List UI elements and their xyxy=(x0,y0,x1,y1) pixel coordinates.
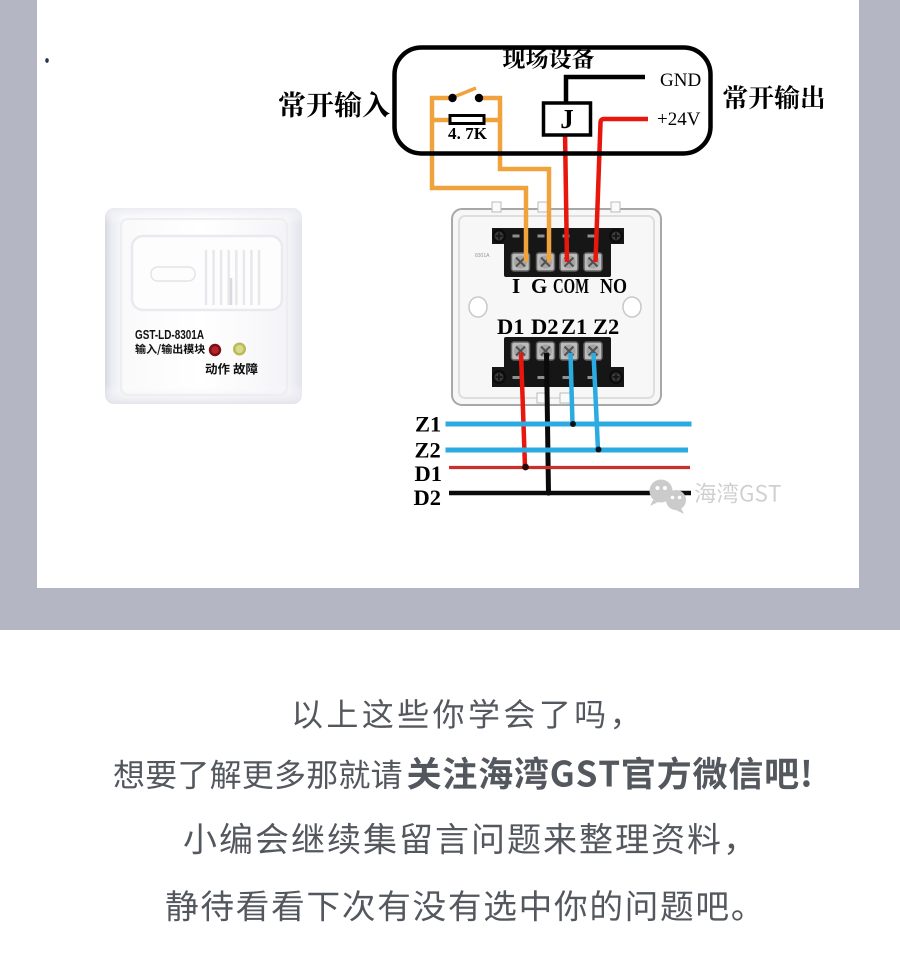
svg-text:NO: NO xyxy=(600,274,627,298)
svg-text:Z1: Z1 xyxy=(561,314,587,339)
svg-text:+24V: +24V xyxy=(657,109,701,130)
svg-text:Z2: Z2 xyxy=(593,314,619,339)
svg-text:8301A: 8301A xyxy=(475,253,490,259)
svg-text:D2: D2 xyxy=(531,314,559,339)
svg-text:I: I xyxy=(512,274,520,298)
svg-text:D2: D2 xyxy=(414,485,442,510)
svg-text:4. 7K: 4. 7K xyxy=(448,124,488,143)
svg-text:J: J xyxy=(560,104,574,134)
svg-text:D1: D1 xyxy=(415,461,443,486)
svg-text:GST-LD-8301A: GST-LD-8301A xyxy=(135,328,204,342)
svg-text:G: G xyxy=(531,274,547,298)
svg-text:Z2: Z2 xyxy=(415,438,441,463)
svg-text:Z1: Z1 xyxy=(415,412,441,437)
svg-text:GND: GND xyxy=(660,70,701,91)
svg-text:D1: D1 xyxy=(497,314,525,339)
svg-text:COM: COM xyxy=(553,274,589,298)
